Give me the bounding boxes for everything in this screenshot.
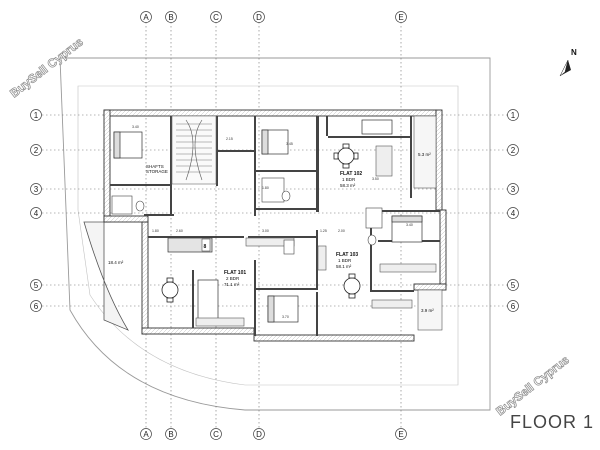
axis-bubbles-top: A B C D E	[140, 11, 407, 23]
flat-102-area: 58.3 m²	[340, 183, 356, 188]
dimension-label: 2.15	[226, 137, 233, 141]
axis-label-6-left: 6	[34, 302, 39, 311]
flat-103-label: FLAT 103 1 BDR 58.1 m²	[336, 252, 358, 269]
axis-label-2-right: 2	[511, 146, 516, 155]
stairwell	[171, 115, 217, 185]
site-inner-line	[77, 85, 459, 386]
kitchen-counters	[195, 145, 437, 327]
axis-label-3-left: 3	[34, 185, 39, 194]
axis-label-1-left: 1	[34, 111, 39, 120]
flat-101-area: 71.1 m²	[224, 282, 240, 287]
lift-label: 8	[204, 244, 207, 250]
axis-label-2-left: 2	[34, 146, 39, 155]
watermark-top-left: BuySell Cyprus	[7, 35, 86, 101]
site-boundary	[59, 57, 491, 411]
flat-102-name: FLAT 102	[340, 171, 362, 177]
shaft-label-line1: SHAFTS	[146, 164, 164, 169]
terrace-left	[83, 221, 129, 331]
axis-label-b-bottom: B	[168, 430, 173, 439]
dimension-label: 2.00	[338, 229, 345, 233]
flat-102-type: 1 BDR	[342, 177, 356, 182]
axis-label-3-right: 3	[511, 185, 516, 194]
axis-bubbles-bottom: A B C D E	[140, 428, 407, 440]
balconies-right: 5.3 m² 3.9 m²	[413, 115, 443, 331]
dimension-label: 3.00	[262, 229, 269, 233]
lift: 8	[167, 237, 213, 253]
flat-102-label: FLAT 102 1 BDR 58.3 m²	[340, 171, 362, 188]
axis-label-4-left: 4	[34, 209, 39, 218]
bathroom-fixtures	[111, 177, 383, 255]
axis-label-b-top: B	[168, 13, 173, 22]
dimension-label: 3.40	[132, 125, 139, 129]
dimension-label: 3.45	[286, 142, 293, 146]
dimension-label: 3.70	[282, 315, 289, 319]
axis-label-1-right: 1	[511, 111, 516, 120]
flat-101-type: 2 BDR	[226, 276, 240, 281]
axis-gridlines	[42, 22, 508, 428]
axis-label-5-left: 5	[34, 281, 39, 290]
axis-label-4-right: 4	[511, 209, 516, 218]
axis-label-c-top: C	[213, 13, 219, 22]
exterior-walls	[103, 109, 447, 342]
dining-tables	[161, 143, 361, 303]
flat-103-type: 1 BDR	[338, 258, 352, 263]
axis-label-c-bottom: C	[213, 430, 219, 439]
flat-103-area: 58.1 m²	[336, 264, 352, 269]
dimension-label: 3.50	[372, 177, 379, 181]
axis-label-a-bottom: A	[143, 430, 149, 439]
beds	[113, 119, 423, 325]
balcony-right-bottom-area: 3.9 m²	[421, 308, 434, 313]
axis-bubbles-right: 1 2 3 4 5 6	[507, 109, 519, 312]
floor-title: FLOOR 1	[510, 412, 594, 432]
shaft-label-line2: STORAGE	[146, 169, 168, 174]
dimension-label: 1.80	[152, 229, 159, 233]
flat-101-name: FLAT 101	[224, 270, 246, 276]
north-label: N	[571, 48, 577, 57]
balcony-right-top-area: 5.3 m²	[418, 152, 431, 157]
axis-label-e-bottom: E	[398, 430, 403, 439]
flat-103-name: FLAT 103	[336, 252, 358, 258]
dimension-label: 1.25	[320, 229, 327, 233]
dimension-label: 1.80	[262, 186, 269, 190]
terrace-left-area: 18.4 m²	[108, 260, 124, 265]
dimension-label: 3.40	[406, 223, 413, 227]
axis-bubbles-left: 1 2 3 4 5 6	[30, 109, 42, 312]
axis-label-a-top: A	[143, 13, 149, 22]
north-arrow-icon: N	[559, 48, 577, 77]
axis-label-e-top: E	[398, 13, 403, 22]
watermark-bottom-right: BuySell Cyprus	[493, 353, 572, 419]
dimension-label: 2.60	[176, 229, 183, 233]
axis-label-5-right: 5	[511, 281, 516, 290]
axis-label-6-right: 6	[511, 302, 516, 311]
dimension-labels: 3.40 2.15 3.45 1.80 3.50 3.40 1.80 2.60 …	[132, 125, 413, 319]
flat-101-label: FLAT 101 2 BDR 71.1 m²	[224, 270, 246, 287]
axis-label-d-top: D	[256, 13, 262, 22]
axis-label-d-bottom: D	[256, 430, 262, 439]
